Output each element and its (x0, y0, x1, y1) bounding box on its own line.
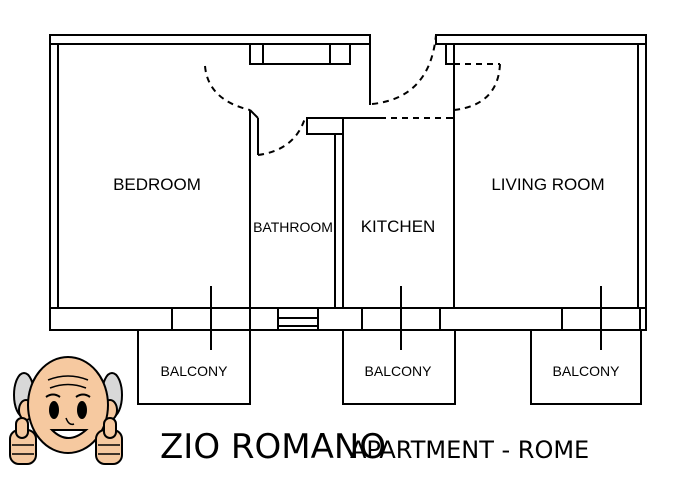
living-door (453, 63, 501, 111)
bedroom-door (204, 65, 251, 111)
kitchen-living-wall (343, 110, 455, 308)
bottom-wall (49, 307, 647, 331)
title-main: ZIO ROMANO (160, 427, 386, 467)
top-wall-left (49, 34, 371, 308)
bathroom-door (257, 117, 306, 156)
room-label-kitchen: KITCHEN (361, 217, 436, 236)
room-label-bedroom: BEDROOM (113, 175, 201, 194)
balcony-right (530, 329, 642, 405)
balcony-label-center: BALCONY (365, 363, 433, 379)
balcony-left (137, 329, 251, 405)
bedroom-bathroom-wall (249, 109, 259, 308)
mascot-thumbs-up-icon (9, 356, 123, 465)
balcony-center (342, 329, 456, 405)
bathroom-kitchen-wall (306, 117, 344, 308)
balcony-label-right: BALCONY (553, 363, 621, 379)
title-sub: APARTMENT - ROME (350, 436, 589, 464)
balcony-label-left: BALCONY (161, 363, 229, 379)
top-wall-right (435, 34, 647, 308)
room-label-bathroom: BATHROOM (253, 219, 333, 235)
entrance-door (371, 34, 437, 105)
room-label-living-room: LIVING ROOM (491, 175, 604, 194)
